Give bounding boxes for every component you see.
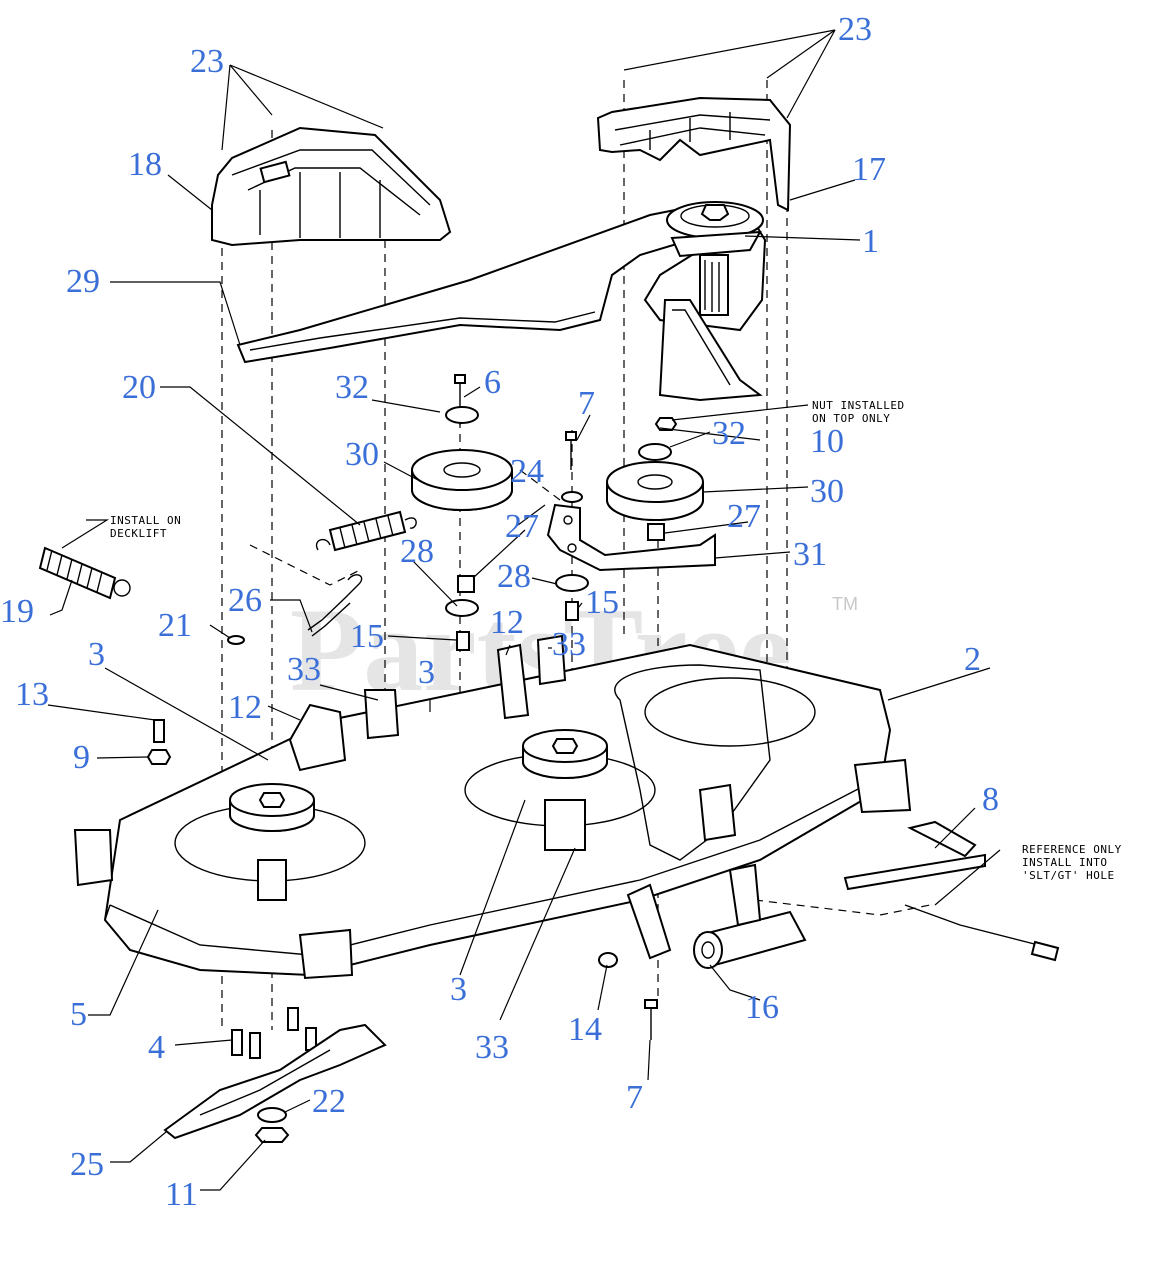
note-install-on-decklift: INSTALL ON DECKLIFT xyxy=(110,514,181,540)
callout-30-left: 30 xyxy=(345,436,379,473)
callout-7-top: 7 xyxy=(578,385,595,422)
callout-19: 19 xyxy=(0,593,34,630)
svg-text:NUT INSTALLED: NUT INSTALLED xyxy=(812,399,905,412)
callout-4: 4 xyxy=(148,1029,165,1066)
callout-17: 17 xyxy=(852,151,886,188)
callout-22: 22 xyxy=(312,1083,346,1120)
trademark: TM xyxy=(832,594,858,614)
svg-text:REFERENCE ONLY: REFERENCE ONLY xyxy=(1022,843,1122,856)
svg-text:ON TOP ONLY: ON TOP ONLY xyxy=(812,412,890,425)
callout-13: 13 xyxy=(15,676,49,713)
callout-23-right: 23 xyxy=(838,11,872,48)
callout-3-top-left: 3 xyxy=(88,636,105,673)
spindle-assembly xyxy=(658,201,764,402)
callout-3-mid: 3 xyxy=(418,654,435,691)
callout-10: 10 xyxy=(810,423,844,460)
callout-24: 24 xyxy=(510,453,544,490)
callout-26: 26 xyxy=(228,582,262,619)
rod xyxy=(307,574,363,637)
callout-33-top: 33 xyxy=(552,626,586,663)
idler-pulley-right xyxy=(606,461,704,521)
callout-1: 1 xyxy=(862,223,879,260)
callout-32-left: 32 xyxy=(335,369,369,406)
callout-28-left: 28 xyxy=(400,533,434,570)
callout-8: 8 xyxy=(982,781,999,818)
deck-stabilizer-rod xyxy=(843,820,1060,962)
extension-spring xyxy=(315,510,417,552)
callout-14: 14 xyxy=(568,1011,602,1048)
callout-15-left: 15 xyxy=(350,618,384,655)
callout-12-top: 12 xyxy=(490,604,524,641)
callout-16: 16 xyxy=(745,989,779,1026)
callout-20: 20 xyxy=(122,369,156,406)
callout-32-right: 32 xyxy=(712,415,746,452)
callout-30-right: 30 xyxy=(810,473,844,510)
callout-5: 5 xyxy=(70,996,87,1033)
svg-text:'SLT/GT' HOLE: 'SLT/GT' HOLE xyxy=(1022,869,1115,882)
callout-9: 9 xyxy=(73,739,90,776)
right-belt-cover xyxy=(596,96,792,212)
callout-27-left: 27 xyxy=(505,508,539,545)
hardware xyxy=(146,374,678,1143)
callout-15-right: 15 xyxy=(585,584,619,621)
svg-text:INSTALL INTO: INSTALL INTO xyxy=(1022,856,1107,869)
blade xyxy=(163,1023,387,1140)
note-nut-installed: NUT INSTALLED ON TOP ONLY xyxy=(812,399,905,425)
mower-deck xyxy=(73,634,912,980)
callout-7-bottom: 7 xyxy=(626,1079,643,1116)
callout-18: 18 xyxy=(128,146,162,183)
callout-33-mid: 33 xyxy=(287,651,321,688)
callout-23-left: 23 xyxy=(190,43,224,80)
callout-33-bottom: 33 xyxy=(475,1029,509,1066)
callout-6: 6 xyxy=(484,364,501,401)
svg-text:DECKLIFT: DECKLIFT xyxy=(110,527,167,540)
callout-28-right: 28 xyxy=(497,558,531,595)
callout-25: 25 xyxy=(70,1146,104,1183)
callout-2: 2 xyxy=(964,641,981,678)
anti-scalp-roller xyxy=(626,863,807,969)
note-reference-only: REFERENCE ONLY INSTALL INTO 'SLT/GT' HOL… xyxy=(1022,843,1122,882)
left-belt-cover xyxy=(211,126,452,247)
callout-27-right: 27 xyxy=(727,498,761,535)
svg-text:INSTALL ON: INSTALL ON xyxy=(110,514,181,527)
callout-3-bottom: 3 xyxy=(450,971,467,1008)
callout-12-left: 12 xyxy=(228,689,262,726)
callouts: 23 23 18 17 1 29 20 32 6 7 10 32 30 24 3… xyxy=(0,11,999,1213)
idler-pulley-left xyxy=(411,449,513,511)
callout-11: 11 xyxy=(165,1176,198,1213)
callout-21: 21 xyxy=(158,607,192,644)
callout-29: 29 xyxy=(66,263,100,300)
leader-lines xyxy=(47,29,1001,1191)
idler-arm xyxy=(546,503,716,572)
callout-31: 31 xyxy=(793,536,827,573)
decklift-spring xyxy=(38,546,131,600)
